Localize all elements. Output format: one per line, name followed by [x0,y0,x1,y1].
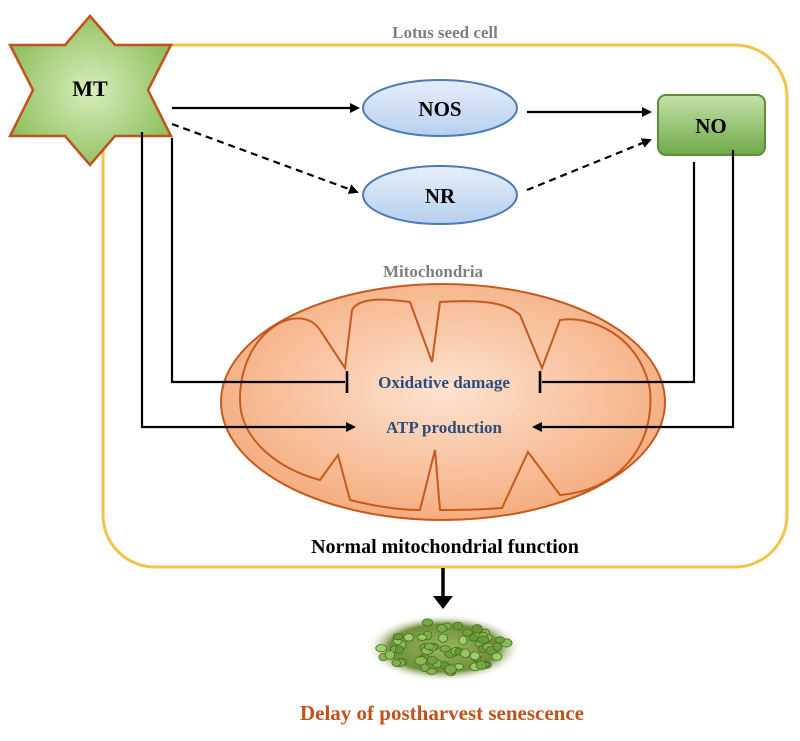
seed [469,651,481,661]
nr-node: NR [362,165,518,225]
seed [492,642,503,652]
no-box [657,94,766,156]
arrow-mt-nr-dashed [171,122,359,194]
seed [421,618,434,627]
seed [438,633,448,643]
arrow-mt-atp [140,132,356,432]
nr-label: NR [425,184,456,208]
mitochondria-label: Mitochondria [383,262,484,281]
arrow-nr-no-dashed [526,138,652,192]
seed [494,636,506,644]
no-node: NO [657,94,766,156]
seed [384,650,395,660]
mitochondrion [220,283,666,521]
atp-production-label: ATP production [386,418,503,437]
star-shape [7,14,174,167]
seed [491,652,503,661]
cell-boundary [101,43,789,569]
no-label: NO [695,114,727,138]
seed [392,633,404,641]
seed [423,642,435,651]
seed [436,624,448,633]
cell-label: Lotus seed cell [392,23,498,42]
nr-ellipse [362,165,518,225]
seed [403,633,414,642]
mitochondrion-outer [220,283,666,521]
seed [475,660,487,670]
nos-ellipse [362,79,518,137]
seed [444,664,457,674]
seed [416,633,428,641]
arrow-head-down [433,596,453,609]
seed [391,659,402,667]
seed [426,656,438,665]
nos-node: NOS [362,79,518,137]
arrow-no-atp [532,150,735,432]
inhibit-mt-oxidative [170,138,345,384]
seed [460,648,471,659]
oxidative-damage-label: Oxidative damage [378,373,510,392]
mitochondrion-cristae [238,298,652,512]
nos-label: NOS [418,97,461,121]
lotus-seeds-image [366,614,522,682]
melatonin-label: MT [72,76,108,101]
seed [468,633,479,642]
seed [458,635,468,645]
seed [471,624,483,634]
outcome-label: Delay of postharvest senescence [300,701,584,725]
seed [439,645,451,653]
function-label: Normal mitochondrial function [311,536,579,558]
seed [375,644,388,653]
inhibit-no-oxidative [542,162,696,384]
seed [462,628,473,637]
seed [477,635,490,644]
seed [420,663,430,672]
seed [414,656,428,666]
seed [395,645,404,654]
seed [452,621,463,631]
melatonin-node: MT [7,14,174,167]
